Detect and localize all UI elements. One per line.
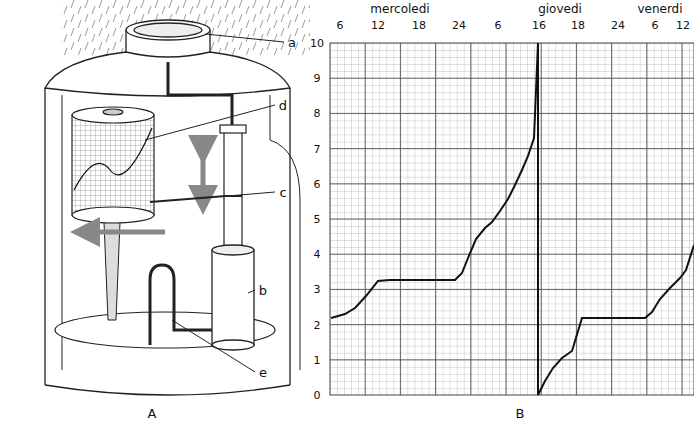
callout-letter: a	[288, 36, 296, 49]
hour-label: 18	[571, 20, 585, 31]
axis-value: 10	[310, 38, 324, 49]
day-label: mercoledi	[370, 3, 429, 15]
siphon	[150, 265, 212, 345]
hour-label: 24	[452, 20, 466, 31]
grid-major	[330, 148, 694, 149]
grid-major	[330, 183, 694, 184]
hour-label: 12	[676, 20, 690, 31]
grid-major	[330, 78, 694, 79]
hour-label: 24	[611, 20, 625, 31]
day-label: giovedi	[538, 3, 582, 15]
rainfall-trace	[331, 43, 694, 395]
grid-major	[330, 254, 694, 255]
hour-label: 16	[532, 20, 546, 31]
grid-major	[330, 219, 694, 220]
hour-label: 18	[412, 20, 426, 31]
axis-value: 2	[314, 319, 321, 330]
hour-label: 6	[495, 20, 502, 31]
recording-drum	[72, 107, 154, 223]
callout-letter: c	[279, 186, 286, 199]
grid-major	[611, 43, 612, 395]
axis-value: 9	[314, 73, 321, 84]
leader-lines	[145, 34, 284, 372]
hour-label: 6	[337, 20, 344, 31]
axis-value: 5	[314, 214, 321, 225]
callout-letter: b	[259, 284, 267, 297]
grid-major	[470, 43, 471, 395]
figure-letter: B	[516, 407, 525, 420]
grid-major	[682, 43, 683, 395]
grid-major	[330, 113, 694, 114]
callout-letter: d	[279, 99, 287, 112]
motion-arrow	[201, 150, 206, 200]
grid-major	[541, 43, 542, 395]
grid-major	[435, 43, 436, 395]
axis-value: 4	[314, 249, 321, 260]
grid-major	[506, 43, 507, 395]
grid-major	[646, 43, 647, 395]
axis-value: 1	[314, 354, 321, 365]
spindle	[104, 222, 120, 320]
grid-major	[365, 43, 366, 395]
callout-letter: e	[259, 366, 267, 379]
inlet-pipe	[168, 62, 232, 125]
grid-major	[330, 289, 694, 290]
housing	[45, 88, 300, 395]
hour-label: 12	[371, 20, 385, 31]
axis-value: 8	[314, 108, 321, 119]
axis-value: 6	[314, 178, 321, 189]
axis-value: 3	[314, 284, 321, 295]
grid-major	[400, 43, 401, 395]
figure-letter: A	[148, 407, 157, 420]
hour-label: 6	[652, 20, 659, 31]
axis-value: 7	[314, 143, 321, 154]
grid-major	[330, 359, 694, 360]
float-chamber	[212, 245, 254, 350]
grid-major	[330, 324, 694, 325]
chart-grid	[330, 43, 694, 395]
axis-value: 0	[314, 390, 321, 401]
pen-arm	[150, 196, 242, 202]
grid-major	[576, 43, 577, 395]
float-rod	[220, 125, 246, 250]
rotation-arrow	[85, 230, 165, 235]
day-label: venerdi	[637, 3, 682, 15]
